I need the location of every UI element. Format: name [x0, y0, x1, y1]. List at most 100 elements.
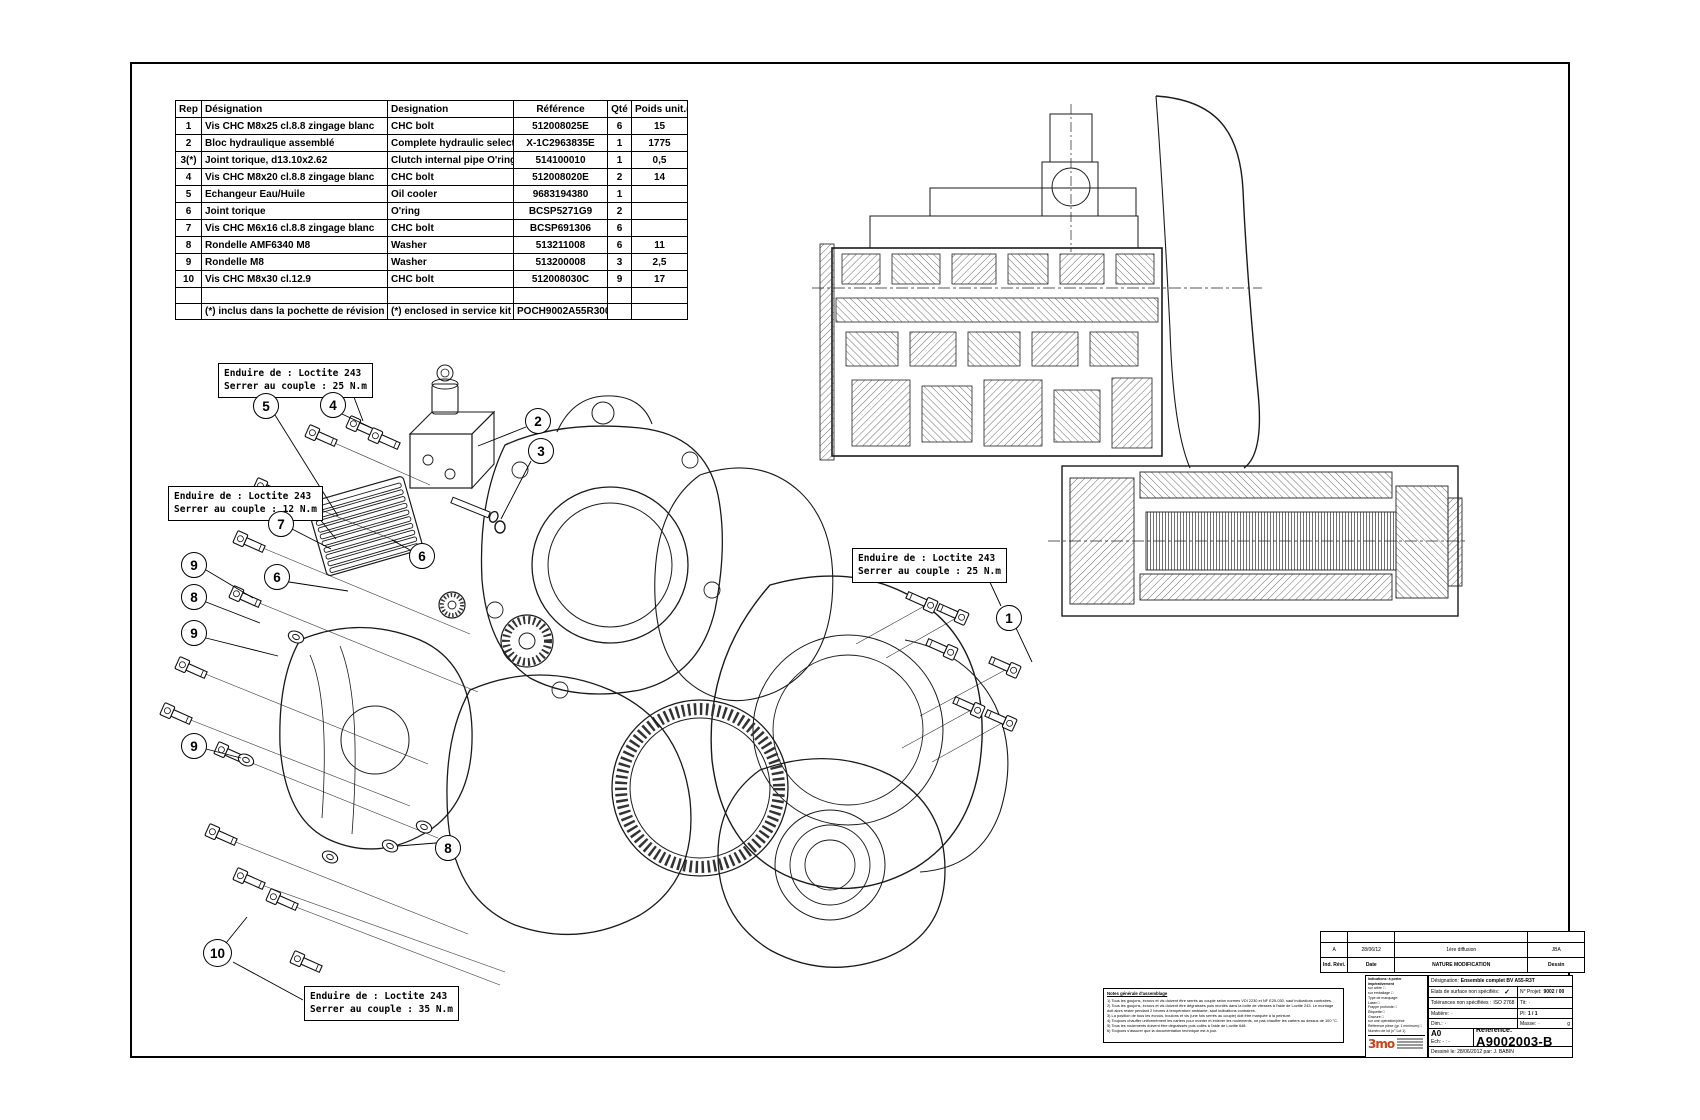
- bom-cell: [631, 185, 688, 203]
- marking-panel-item: sur emballage □: [1368, 991, 1394, 996]
- bom-cell: 15: [631, 117, 688, 135]
- marking-panel-item: Étiquette □: [1368, 1010, 1385, 1015]
- sheet-border: [130, 62, 1570, 1058]
- bom-cell: (*) inclus dans la pochette de révision: [201, 303, 388, 320]
- bom-cell: X-1C2963835E: [513, 134, 608, 152]
- bom-cell: 6: [607, 117, 632, 135]
- bom-cell: 6: [175, 202, 202, 220]
- bom-cell: 11: [631, 236, 688, 254]
- bom-cell: Vis CHC M6x16 cl.8.8 zingage blanc: [201, 219, 388, 237]
- bom-cell: [607, 303, 632, 320]
- bom-cell: 4: [175, 168, 202, 186]
- marking-panel-item: sur une opération/pièce: [1368, 1019, 1405, 1024]
- bom-cell: CHC bolt: [387, 270, 514, 288]
- pl-label: Pl:: [1520, 1010, 1526, 1017]
- hydraulic-block: [408, 364, 496, 490]
- bom-cell: [513, 287, 608, 304]
- matiere-label: Matière:: [1431, 1010, 1450, 1017]
- filler-cap: [438, 591, 466, 619]
- bom-cell: [175, 287, 202, 304]
- bom-cell: (*) enclosed in service kit: [387, 303, 514, 320]
- bom-cell: 9: [607, 270, 632, 288]
- bom-cell: [607, 287, 632, 304]
- balloon-5: 5: [253, 393, 279, 419]
- bom-cell: Rep: [175, 100, 202, 118]
- bom-cell: [201, 287, 388, 304]
- bom-cell: 9: [175, 253, 202, 271]
- bom-cell: [631, 202, 688, 220]
- balloon-2: 2: [525, 408, 551, 434]
- project-label: N° Projet:: [1520, 989, 1542, 995]
- bom-cell: 512008025E: [513, 117, 608, 135]
- tit-value: ·: [1528, 1000, 1531, 1006]
- gear: [500, 614, 554, 668]
- tit-label: Tit:: [1520, 1000, 1527, 1006]
- pump-body: [279, 626, 692, 936]
- matiere-value: ·: [1451, 1010, 1453, 1017]
- general-note-item: 2) Tous les goujons, écrous et vis doive…: [1107, 1002, 1334, 1013]
- general-note-item: 5) Tous les roulements doivent être dégr…: [1107, 1022, 1247, 1028]
- bom-cell: 7: [175, 219, 202, 237]
- bom-cell: 8: [175, 236, 202, 254]
- bom-cell: Rondelle AMF6340 M8: [201, 236, 388, 254]
- balloon-9: 9: [181, 733, 207, 759]
- bom-cell: CHC bolt: [387, 219, 514, 237]
- bom-cell: [175, 303, 202, 320]
- designation-value: Ensemble complet BV A55-R3T: [1460, 978, 1535, 984]
- bom-cell: 1775: [631, 134, 688, 152]
- general-note-item: 4) Toujours chauffer uniformément les ca…: [1107, 1017, 1339, 1023]
- rear-housing: [717, 758, 946, 968]
- bom-cell: 6: [607, 219, 632, 237]
- balloon-8: 8: [435, 835, 461, 861]
- balloon-9: 9: [181, 552, 207, 578]
- washers: [235, 628, 435, 866]
- bom-cell: Joint torique: [201, 202, 388, 220]
- balloon-4: 4: [320, 392, 346, 418]
- marking-panel-item: Type de marquage:: [1368, 995, 1399, 1000]
- bom-cell: 14: [631, 168, 688, 186]
- revision-row: A 28/06/12 1ère diffusion JBA: [1319, 942, 1586, 958]
- bom-row: (*) inclus dans la pochette de révision(…: [175, 303, 688, 320]
- pl-value: 1 / 1: [1527, 1010, 1538, 1017]
- scale-value: - : -: [1442, 1039, 1450, 1045]
- logo-address-text: [1397, 1037, 1424, 1051]
- general-notes-title: Notes générale d'assemblage: [1107, 991, 1168, 996]
- bom-cell: 3(*): [175, 151, 202, 169]
- bom-cell: POCH9002A55R3001: [513, 303, 608, 320]
- bom-cell: 5: [175, 185, 202, 203]
- bom-cell: 0,5: [631, 151, 688, 169]
- sheet-format: A0: [1431, 1029, 1442, 1038]
- bom-cell: Echangeur Eau/Huile: [201, 185, 388, 203]
- bom-cell: Clutch internal pipe O'ring: [387, 151, 514, 169]
- masse-unit: g: [1567, 1020, 1570, 1027]
- surface-finish-icon: ✓: [1504, 989, 1510, 996]
- exploded-view: [159, 364, 1022, 986]
- bom-cell: 9683194380: [513, 185, 608, 203]
- bom-cell: Washer: [387, 236, 514, 254]
- bom-cell: Désignation: [201, 100, 388, 118]
- dim-label: Dim.:: [1431, 1020, 1443, 1027]
- bom-cell: 6: [607, 236, 632, 254]
- o-ring: [494, 520, 506, 534]
- oil-cooler: [306, 476, 424, 577]
- bom-cell: 514100010: [513, 151, 608, 169]
- reference-value: A9002003-B: [1476, 1033, 1553, 1047]
- marking-panel: Indications: à porter impérativement sur…: [1365, 975, 1428, 1058]
- tolerances-label: Tolérances non spécifiées :: [1431, 1000, 1492, 1006]
- bom-cell: Complete hydraulic selector unit: [387, 134, 514, 152]
- bom-cell: 512008020E: [513, 168, 608, 186]
- bom-cell: [387, 287, 514, 304]
- drawn-by: Dessiné le: 28/06/2012 par: J. BABIN: [1431, 1049, 1514, 1055]
- loctite-note-box: Enduire de : Loctite 243 Serrer au coupl…: [304, 986, 459, 1021]
- title-block: Désignation: Ensemble complet BV A55-R3T…: [1428, 975, 1573, 1058]
- balloon-1: 1: [996, 605, 1022, 631]
